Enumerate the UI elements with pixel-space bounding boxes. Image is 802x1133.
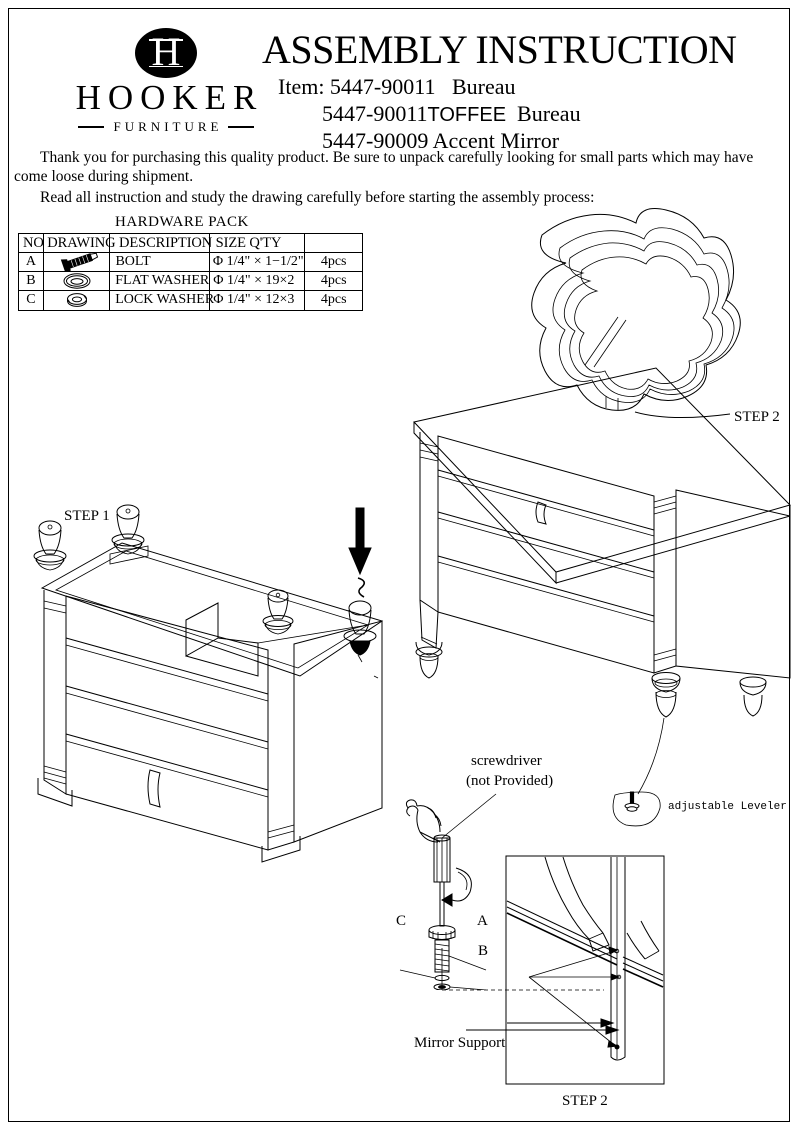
accent-mirror-illustration <box>531 208 741 411</box>
flat-washer-icon <box>63 273 91 289</box>
screwdriver-label-leader <box>441 793 497 839</box>
finial-right <box>262 589 294 635</box>
cell-description: BOLT <box>110 253 210 271</box>
cell-drawing <box>44 253 111 271</box>
intro-paragraph-line-2: come loose during shipment. <box>14 168 194 185</box>
bolt-icon <box>60 253 98 271</box>
mirror-support-label: Mirror Support <box>414 1035 506 1051</box>
fastener-leader-lines <box>528 946 621 1048</box>
table-row: B FLAT WASHER Φ 1/4" × 19×2 4pcs <box>19 272 362 291</box>
table-header-text-run: NO DRAWING DESCRIPTION SIZE Q'TY <box>23 235 282 251</box>
header-cell-size <box>210 234 306 252</box>
callout-letter-c: C <box>396 913 407 929</box>
mirror-support-bracket <box>544 856 660 960</box>
cell-qty: 4pcs <box>320 273 347 288</box>
cell-no: C <box>19 291 44 310</box>
subtext-rule-left <box>77 126 104 128</box>
item-line-toffee-bureau: 5447-90011TOFFEE Bureau <box>322 101 581 126</box>
bureau-top-rail <box>506 900 664 988</box>
cell-size: Φ 1/4" × 1−1/2" <box>210 253 306 271</box>
intro-paragraph-line-1: Thank you for purchasing this quality pr… <box>40 149 754 166</box>
header-cell-drawing <box>44 234 111 252</box>
item-line-accent-mirror: 5447-90009 Accent Mirror <box>322 128 560 153</box>
lock-washer-icon <box>66 293 87 307</box>
header-cell-qty <box>305 234 362 252</box>
step2-bottom-label: STEP 2 <box>562 1093 608 1109</box>
monogram-top-rule <box>149 39 183 41</box>
adjustable-leveler-label: adjustable Leveler <box>668 801 787 813</box>
brand-wordmark: HOOKER <box>75 78 264 117</box>
screwdriver-label-line1: screwdriver <box>471 753 542 769</box>
cell-no: A <box>19 253 44 271</box>
step2-top-label: STEP 2 <box>734 409 780 425</box>
item-number-1: Item: 5447-90011 <box>278 74 436 99</box>
cell-size: Φ 1/4" × 19×2 <box>210 272 306 290</box>
bureau-front-right-foot <box>651 672 681 718</box>
screwdriver-label-line2: (not Provided) <box>466 773 554 789</box>
item-finish-toffee: TOFFEE <box>427 104 507 126</box>
cell-no: B <box>19 272 44 290</box>
cell-qty: 4pcs <box>320 292 347 307</box>
screwdriver-fastener-figure <box>399 799 487 990</box>
hooker-h-monogram-icon: H <box>135 28 197 78</box>
cell-drawing <box>44 291 111 310</box>
bureau-carcass <box>37 542 384 863</box>
monogram-letter: H <box>151 29 181 75</box>
header-cell-no <box>19 234 44 252</box>
brand-subtext-row: FURNITURE <box>62 119 270 135</box>
rotation-arrow-icon <box>441 867 472 907</box>
monogram-bottom-rule <box>149 65 183 67</box>
bureau-left-foot <box>415 641 443 679</box>
step1-label: STEP 1 <box>64 508 110 524</box>
mirror-support-leader <box>466 1025 620 1035</box>
hooker-furniture-logo: H HOOKER FURNITURE <box>62 28 270 135</box>
cell-description: FLAT WASHER <box>110 272 211 290</box>
cell-drawing <box>44 272 111 290</box>
document-title: ASSEMBLY INSTRUCTION <box>262 27 737 72</box>
item-name-2: Bureau <box>517 101 581 126</box>
callout-letter-a: A <box>477 913 488 929</box>
table-row: C LOCK WASHER Φ 1/4" × 12×3 4pcs <box>19 291 362 310</box>
item-name-1: Bureau <box>451 74 516 99</box>
brand-subtext: FURNITURE <box>113 118 223 134</box>
screwdriver-illustration <box>433 834 451 927</box>
callout-letter-b: B <box>478 943 489 959</box>
item-number-2: 5447-90011 <box>322 101 428 126</box>
finial-back <box>111 504 145 555</box>
intro-paragraph-2: Read all instruction and study the drawi… <box>40 189 595 206</box>
hardware-pack-title: HARDWARE PACK <box>115 214 249 230</box>
cell-qty: 4pcs <box>320 254 347 269</box>
finial-left <box>33 520 67 571</box>
header-cell-description <box>110 234 210 252</box>
step2-detail-box-figure <box>505 855 665 1085</box>
bureau-right-foot <box>739 676 767 717</box>
cell-size: Φ 1/4" × 12×3 <box>210 291 306 310</box>
step1-bureau-figure <box>33 504 384 863</box>
adjustable-leveler-callout <box>612 717 665 827</box>
item-line-bureau: Item: 5447-90011 Bureau <box>278 76 515 98</box>
mirror-post <box>610 857 626 1061</box>
table-header-row: NO DRAWING DESCRIPTION SIZE Q'TY <box>19 234 362 253</box>
step2-bureau-mirror-figure <box>413 208 791 827</box>
table-row: A BOLT Φ 1/4" × 1−1/2" 4 <box>19 253 362 272</box>
subtext-rule-right <box>228 126 255 128</box>
hardware-pack-table: NO DRAWING DESCRIPTION SIZE Q'TY A <box>18 233 363 311</box>
cell-description: LOCK WASHER <box>110 291 214 310</box>
assembly-reference-lines <box>441 948 604 991</box>
bureau-illustration <box>413 367 791 827</box>
finial-install-callout <box>343 507 377 663</box>
hand-illustration <box>405 799 442 843</box>
